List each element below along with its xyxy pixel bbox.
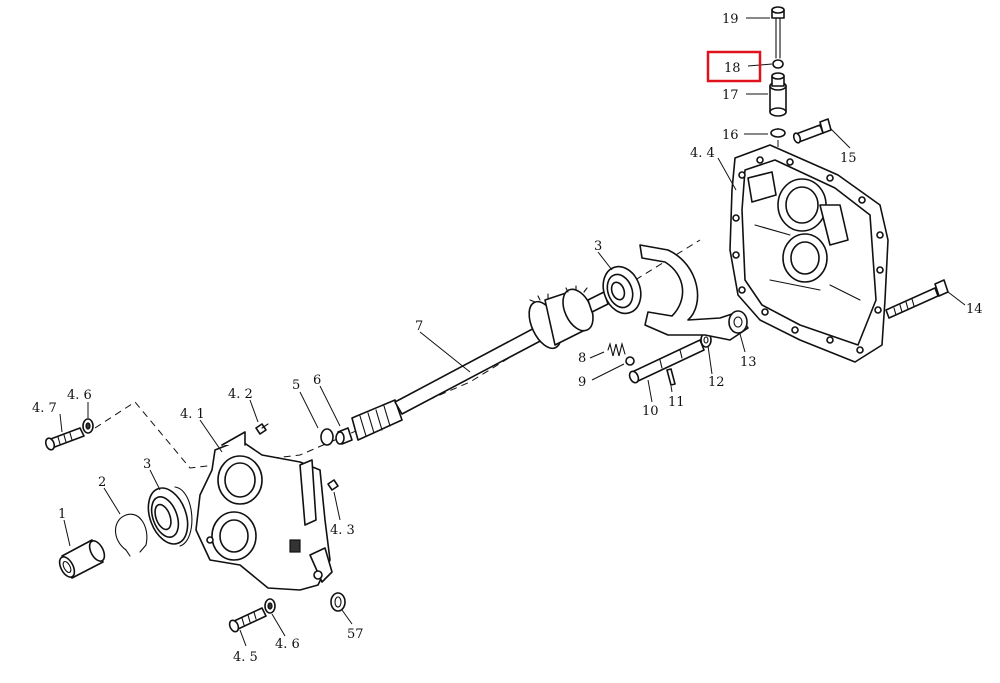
part-17-sleeve[interactable] — [769, 72, 787, 117]
part-11-pin[interactable] — [666, 368, 676, 386]
part-2-circlip[interactable] — [114, 513, 148, 557]
label-4-6-top: 4. 6 — [67, 388, 92, 403]
part-1-needle-bearing[interactable] — [57, 538, 108, 579]
label-3-right: 3 — [594, 239, 602, 254]
label-16: 16 — [722, 128, 739, 143]
label-5: 5 — [292, 378, 300, 393]
label-18: 18 — [724, 61, 741, 76]
part-18-washer[interactable] — [772, 59, 784, 69]
label-8: 8 — [578, 351, 586, 366]
part-57-bushing[interactable] — [330, 592, 346, 612]
part-4-3-screw[interactable] — [327, 479, 339, 491]
part-4-4-rear-housing[interactable] — [729, 144, 889, 363]
label-4-3: 4. 3 — [330, 523, 355, 538]
part-4-1-front-housing[interactable] — [195, 431, 333, 591]
label-3-left: 3 — [143, 457, 151, 472]
part-9-ball[interactable] — [625, 356, 635, 366]
label-4-6-bottom: 4. 6 — [275, 637, 300, 652]
label-6: 6 — [313, 373, 321, 388]
label-11: 11 — [668, 395, 685, 410]
part-4-2-screw[interactable] — [255, 423, 269, 435]
part-8-spring[interactable] — [607, 341, 626, 357]
label-19: 19 — [722, 12, 739, 27]
label-4-2: 4. 2 — [228, 387, 253, 402]
label-14: 14 — [966, 302, 983, 317]
highlight-box-part-18 — [706, 50, 762, 83]
label-7: 7 — [415, 319, 423, 334]
label-10: 10 — [642, 404, 659, 419]
part-7-main-shaft[interactable] — [351, 285, 609, 441]
label-4-4: 4. 4 — [690, 146, 715, 161]
part-15-bolt[interactable] — [792, 118, 832, 144]
leader-lines — [59, 17, 966, 647]
part-14-long-bolt[interactable] — [885, 279, 949, 319]
label-4-5: 4. 5 — [233, 650, 258, 665]
label-57: 57 — [347, 627, 364, 642]
part-4-5-bolt[interactable] — [228, 607, 267, 633]
part-4-7-bolt[interactable] — [44, 427, 85, 451]
part-5-o-ring[interactable] — [320, 428, 334, 446]
part-labels: 1 2 3 4. 7 4. 6 4. 1 4. 2 4. 3 4. 5 4. 6… — [32, 12, 983, 665]
label-15: 15 — [840, 151, 857, 166]
part-3-ball-bearing-left[interactable] — [141, 483, 195, 550]
label-2: 2 — [98, 475, 106, 490]
part-13-shift-fork[interactable] — [639, 244, 749, 341]
part-4-6-washer-top[interactable] — [82, 418, 94, 434]
label-4-7: 4. 7 — [32, 401, 57, 416]
label-9: 9 — [578, 375, 586, 390]
part-16-o-ring[interactable] — [770, 128, 786, 138]
label-12: 12 — [708, 375, 725, 390]
label-17: 17 — [722, 88, 739, 103]
part-6-spacer[interactable] — [335, 427, 353, 445]
label-13: 13 — [740, 355, 757, 370]
part-3-ball-bearing-right[interactable] — [597, 261, 647, 318]
label-4-1: 4. 1 — [180, 407, 205, 422]
part-10-shift-rod[interactable] — [628, 339, 705, 384]
part-4-6-washer-bottom[interactable] — [264, 598, 276, 614]
label-1: 1 — [58, 507, 66, 522]
part-19-rod[interactable] — [771, 6, 785, 59]
